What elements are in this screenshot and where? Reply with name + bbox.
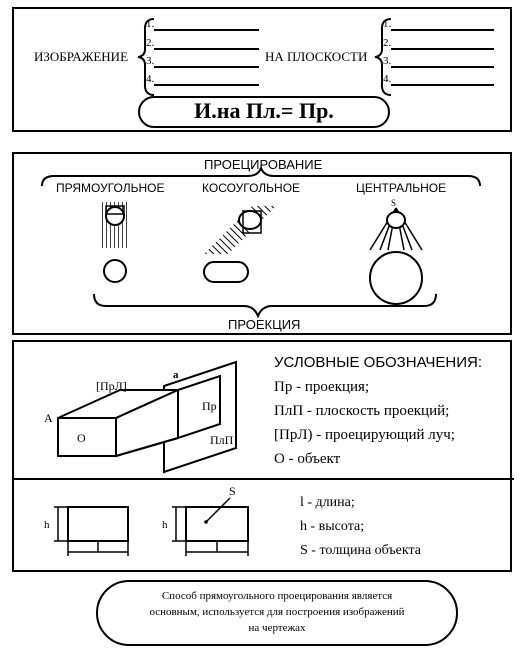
projection-bottom-label: ПРОЕКЦИЯ [228, 317, 301, 332]
block2-graphics [41, 165, 481, 319]
projecting-ray [115, 437, 179, 457]
right-num-2: 2. [383, 37, 392, 49]
point-label: А [44, 411, 53, 425]
type-orthogonal: ПРЯМОУГОЛЬНОЕ [56, 181, 165, 195]
dim-legend-item-2: h - высота; [300, 519, 365, 534]
right-num-1: 1. [383, 18, 392, 30]
projection-plane [163, 360, 237, 474]
block-projection-types: ПРОЕЦИРОВАНИЕ ПРЯМОУГОЛЬНОЕ КОСОУГОЛЬНОЕ… [12, 152, 512, 335]
formula-frame [138, 96, 390, 128]
top-brace [41, 165, 481, 187]
object-front [57, 417, 117, 457]
right-num-4: 4. [383, 73, 392, 85]
left-num-4: 4. [146, 73, 155, 85]
legend-title: УСЛОВНЫЕ ОБОЗНАЧЕНИЯ: [274, 354, 483, 371]
central-projector [369, 207, 423, 251]
legend-item-1: Пр - проекция; [274, 379, 370, 395]
right-brace [374, 18, 392, 96]
dimension-drawing-2 [172, 497, 249, 556]
note-frame: Способ прямоугольного проецирования явля… [96, 580, 458, 646]
center-point-label: S [391, 198, 397, 208]
note-line-1: Способ прямоугольного проецирования явля… [161, 590, 393, 602]
dimension-drawing-1 [54, 506, 129, 556]
orthogonal-projector [100, 202, 130, 248]
dim1-height-label: h [44, 519, 50, 531]
object-label: О [77, 431, 86, 445]
dim2-height-label: h [162, 519, 168, 531]
type-central: ЦЕНТРАЛЬНОЕ [356, 181, 447, 195]
left-num-3: 3. [146, 55, 155, 67]
left-num-2: 2. [146, 37, 155, 49]
note-line-3: на чертежах [248, 622, 306, 634]
bottom-brace [93, 293, 437, 319]
note-line-2: основным, используется для построения из… [149, 606, 405, 618]
legend-item-4: О - объект [274, 451, 341, 467]
dim-legend-item-1: l - длина; [300, 495, 355, 510]
type-oblique: КОСОУГОЛЬНОЕ [202, 181, 301, 195]
formula-text: И.на Пл.= Пр. [194, 98, 334, 123]
left-brace [137, 18, 155, 96]
block-image-on-plane: ИЗОБРАЖЕНИЕ НА ПЛОСКОСТИ 1. 2. 3. 4. 1. … [12, 7, 512, 132]
oblique-projection-oval [203, 261, 249, 283]
image-label: ИЗОБРАЖЕНИЕ [34, 49, 129, 64]
dim2-thickness-label: S [229, 484, 236, 498]
right-num-3: 3. [383, 55, 392, 67]
legend-item-3: [ПрЛ) - проецирующий луч; [274, 427, 455, 443]
block-notation: [ПрЛ] А а О Пр ПлП УСЛОВНЫЕ ОБОЗНАЧЕНИЯ:… [12, 340, 514, 572]
projection-label: Пр [202, 399, 217, 413]
plane-label: НА ПЛОСКОСТИ [265, 49, 368, 64]
oblique-projector [204, 206, 276, 254]
block3-graphics [14, 360, 514, 556]
projection-title: ПРОЕЦИРОВАНИЕ [204, 157, 323, 172]
block1-graphics [137, 18, 494, 128]
point-a-label: а [173, 369, 179, 381]
ray-label: [ПрЛ] [96, 379, 127, 393]
dim-legend-item-3: S - толщина объекта [300, 543, 422, 558]
plane-label: ПлП [210, 433, 234, 447]
legend-item-2: ПлП - плоскость проекций; [274, 403, 450, 419]
orthogonal-projection-circle [103, 259, 127, 283]
left-num-1: 1. [146, 18, 155, 30]
central-projection-circle [369, 251, 423, 305]
